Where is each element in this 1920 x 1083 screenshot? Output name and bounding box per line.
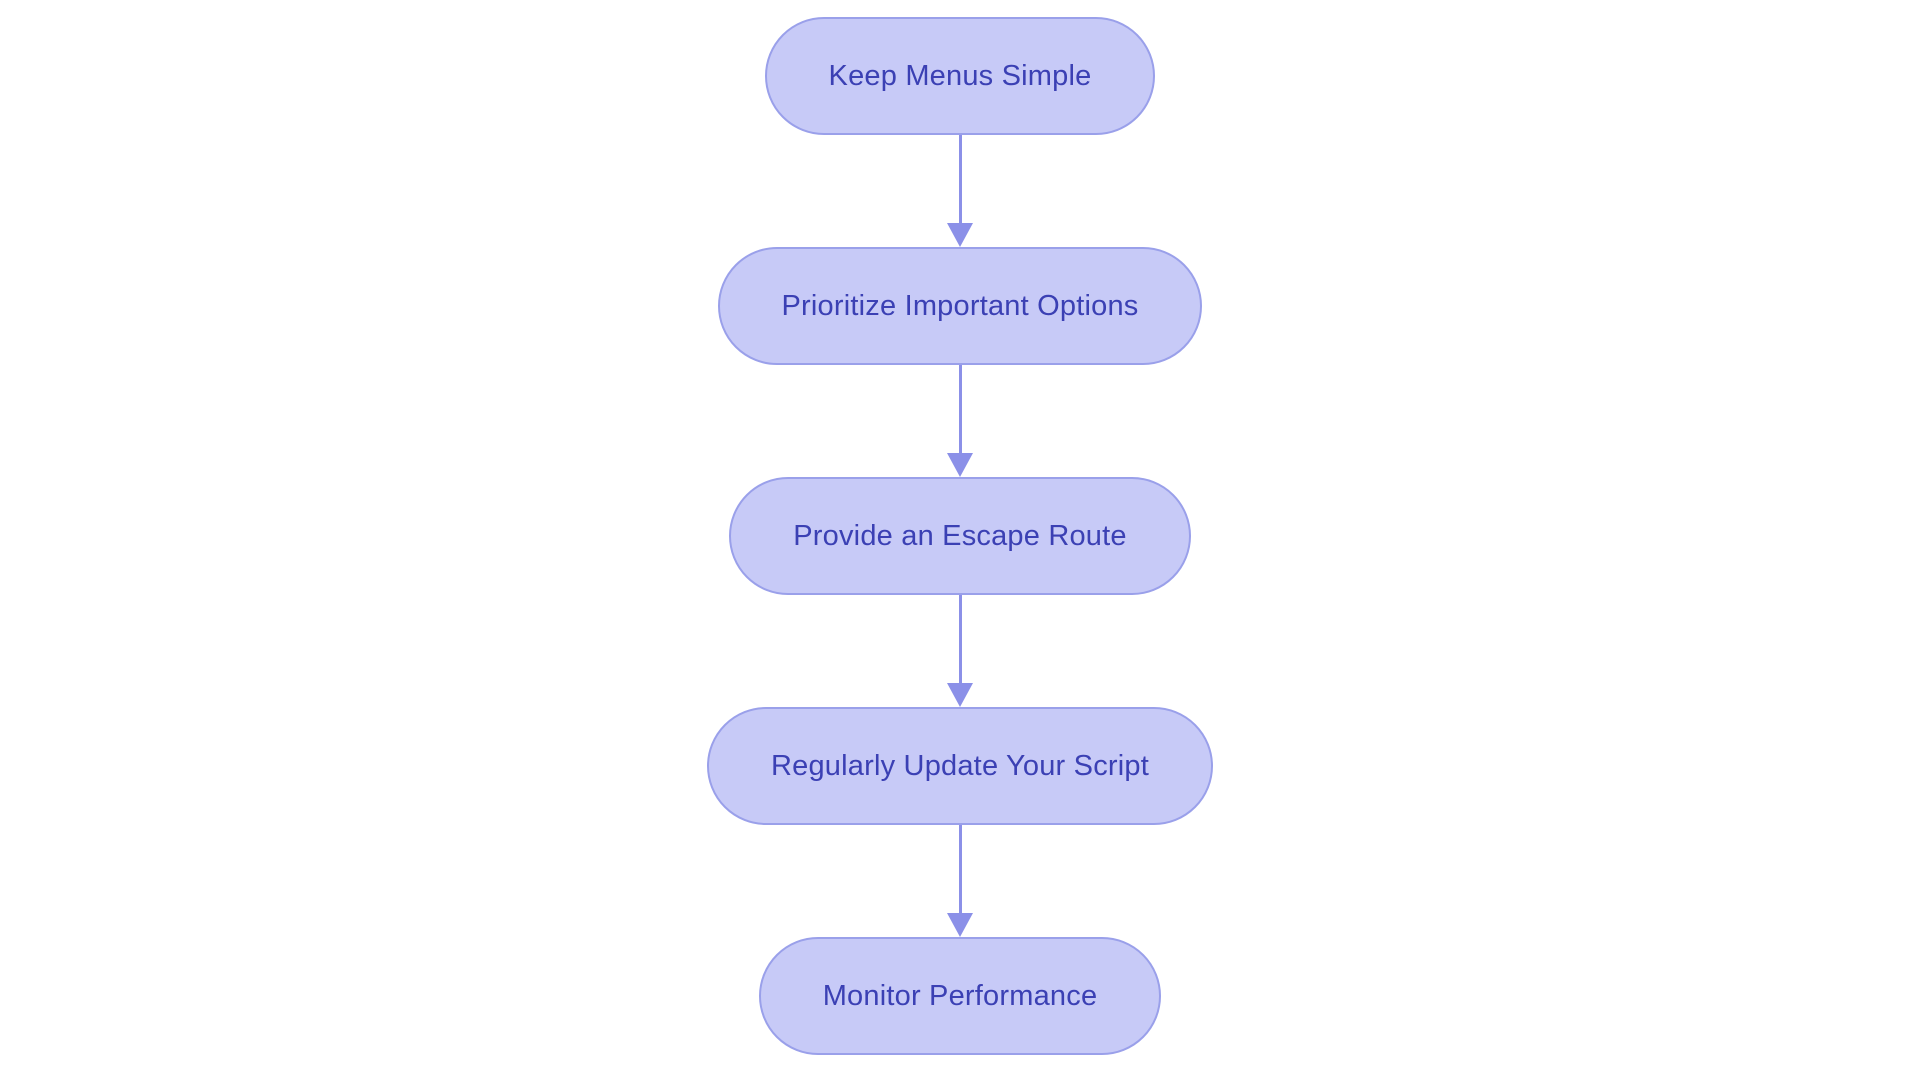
arrow-down-icon [947,913,973,937]
flow-node-provide-an-escape-route: Provide an Escape Route [729,477,1191,595]
flow-connector [947,365,973,477]
arrow-line [958,595,962,683]
flow-node-regularly-update-your-script: Regularly Update Your Script [707,707,1213,825]
flow-node-keep-menus-simple: Keep Menus Simple [764,17,1156,135]
arrow-down-icon [947,683,973,707]
flow-node-label: Prioritize Important Options [781,289,1139,322]
arrow-line [958,825,962,913]
arrow-line [958,365,962,453]
flow-connector [947,595,973,707]
flow-node-label: Keep Menus Simple [828,59,1092,92]
flow-connector [947,135,973,247]
flow-node-label: Provide an Escape Route [793,519,1127,552]
flow-node-prioritize-important-options: Prioritize Important Options [717,247,1203,365]
flow-node-label: Monitor Performance [822,979,1098,1012]
arrow-down-icon [947,453,973,477]
flow-node-label: Regularly Update Your Script [771,749,1149,782]
flow-node-monitor-performance: Monitor Performance [758,937,1162,1055]
flow-connector [947,825,973,937]
arrow-down-icon [947,223,973,247]
arrow-line [958,135,962,223]
